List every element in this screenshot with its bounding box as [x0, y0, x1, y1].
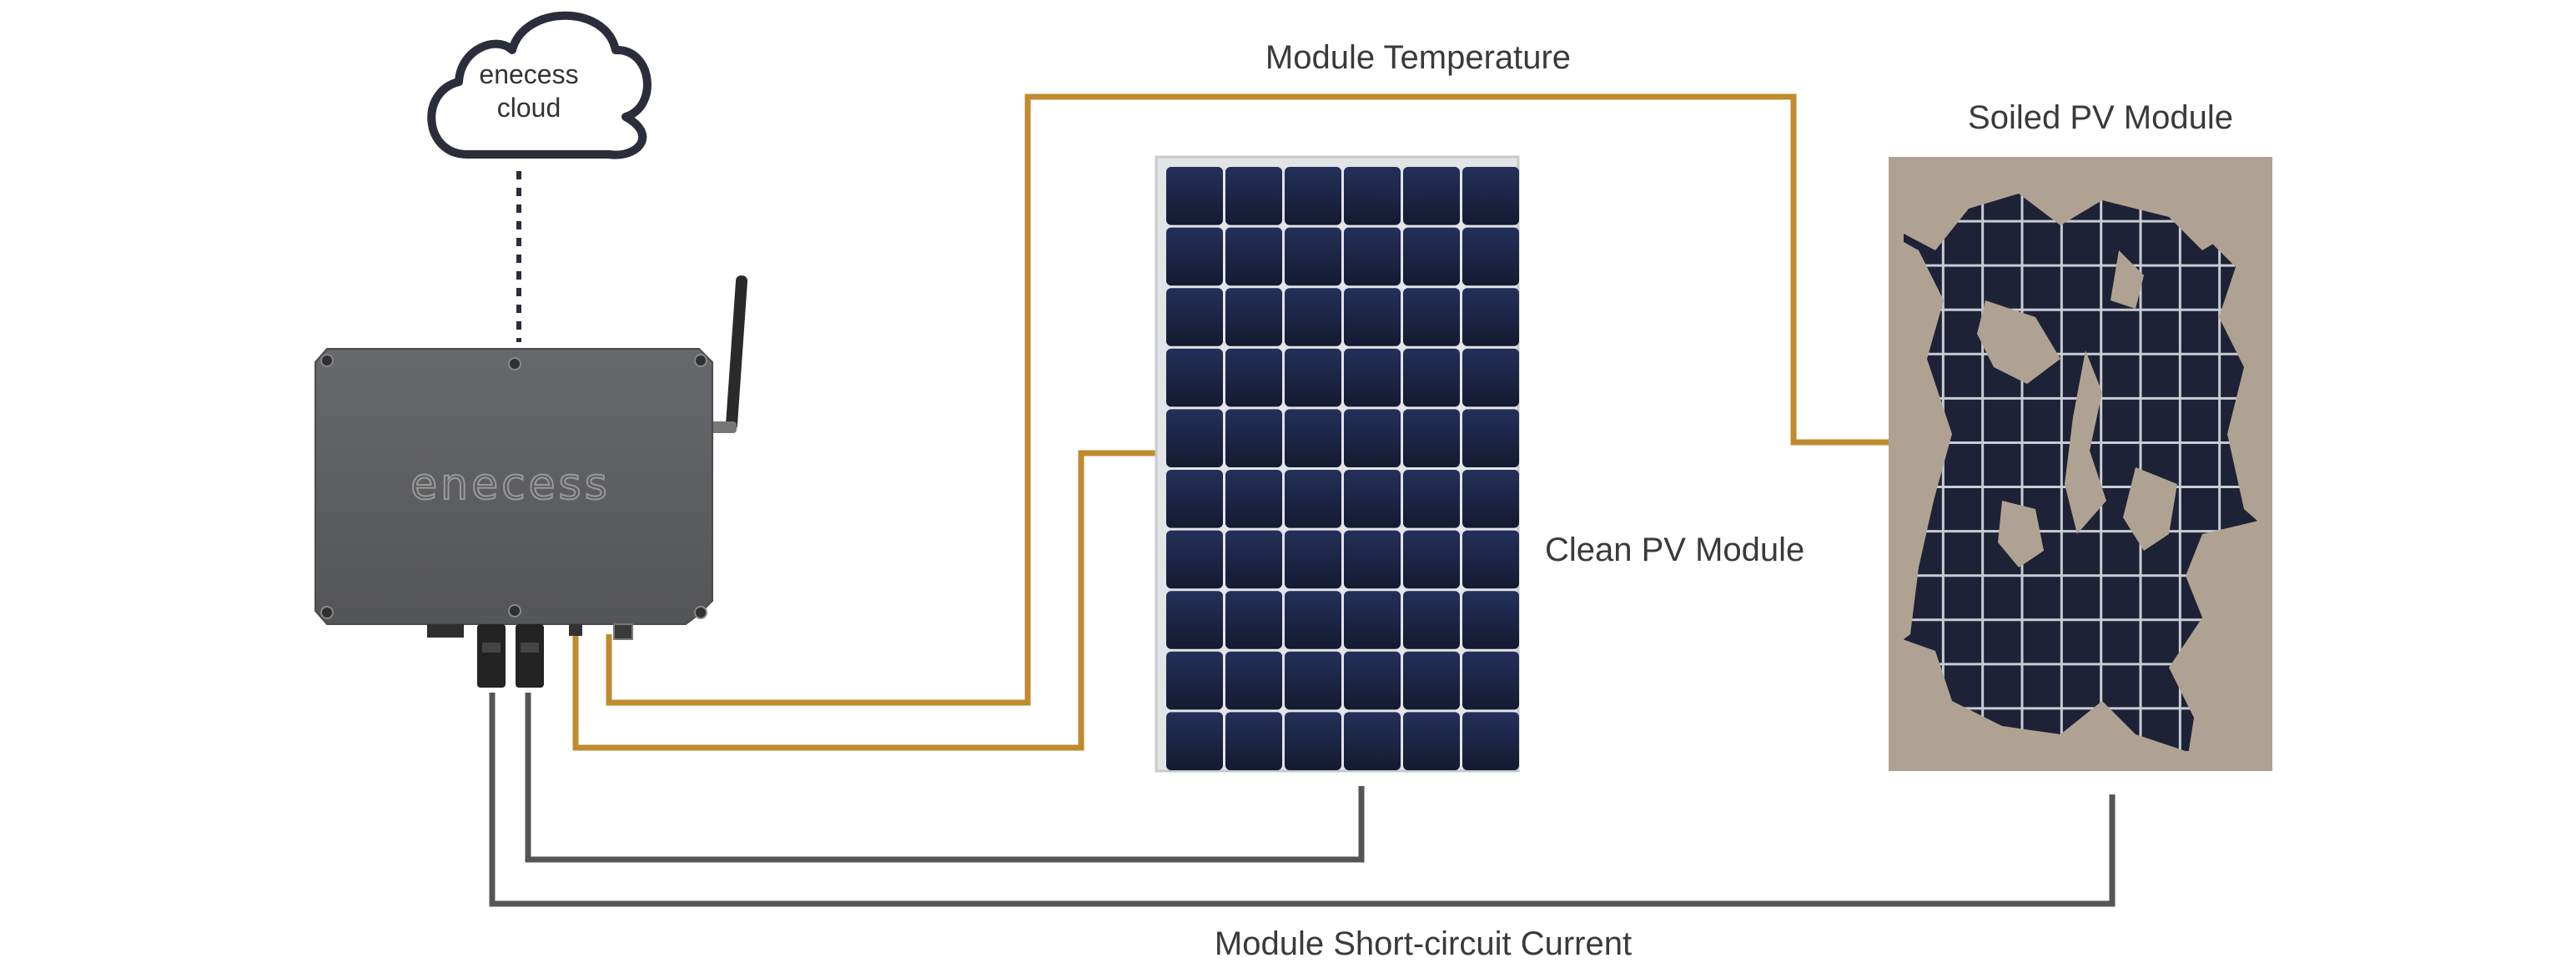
connector [427, 624, 464, 638]
pv-cell [1344, 470, 1401, 528]
temperature-wire-soiled [606, 93, 1900, 706]
device-body [314, 348, 713, 625]
pv-cell [1285, 470, 1341, 528]
pv-cell [1285, 530, 1341, 589]
pv-cell [1462, 167, 1519, 225]
label-module-temperature: Module Temperature [1265, 39, 1571, 76]
current-wire-soiled [489, 693, 2116, 907]
pv-cell [1166, 167, 1223, 225]
pv-cell [1462, 651, 1519, 710]
pv-cell [1285, 409, 1341, 467]
pv-cell [1225, 651, 1282, 710]
pv-cell [1225, 167, 1282, 225]
current-wire-clean [525, 693, 1365, 863]
pv-cell [1462, 470, 1519, 528]
connector-current-a [477, 624, 506, 688]
pv-cell [1462, 409, 1519, 467]
connector-temp-a [569, 624, 582, 636]
pv-cell [1285, 227, 1341, 286]
pv-cell [1344, 409, 1401, 467]
antenna-icon [725, 275, 748, 431]
pv-cell [1403, 530, 1460, 589]
pv-cell [1166, 651, 1223, 710]
pv-cell [1344, 591, 1401, 649]
soil-deposits [1889, 157, 2272, 771]
pv-cell [1462, 712, 1519, 770]
label-soiled-pv-module: Soiled PV Module [1968, 99, 2233, 136]
pv-cell [1344, 712, 1401, 770]
pv-cell [1403, 409, 1460, 467]
soiled-pv-module [1889, 157, 2272, 771]
connector-current-b [516, 624, 544, 688]
pv-cell [1344, 227, 1401, 286]
pv-cell [1166, 712, 1223, 770]
pv-cell [1403, 712, 1460, 770]
pv-cell [1166, 530, 1223, 589]
pv-cell [1285, 288, 1341, 346]
connector-temp-b [613, 623, 633, 640]
pv-cell [1344, 167, 1401, 225]
pv-cell [1462, 288, 1519, 346]
pv-cell [1225, 470, 1282, 528]
clean-module-cells [1166, 167, 1519, 770]
pv-cell [1403, 348, 1460, 407]
pv-cell [1225, 227, 1282, 286]
enecess-device: enecess [314, 275, 748, 688]
pv-cell [1166, 591, 1223, 649]
pv-cell [1225, 409, 1282, 467]
pv-cell [1285, 348, 1341, 407]
cloud-icon [427, 11, 652, 159]
pv-cell [1344, 651, 1401, 710]
pv-cell [1166, 348, 1223, 407]
pv-cell [1166, 288, 1223, 346]
pv-cell [1285, 167, 1341, 225]
cloud-label-line1: enecess [479, 59, 578, 89]
pv-cell [1225, 530, 1282, 589]
pv-cell [1344, 348, 1401, 407]
pv-cell [1403, 288, 1460, 346]
pv-cell [1166, 227, 1223, 286]
temperature-wire-clean [572, 450, 1160, 751]
pv-cell [1225, 288, 1282, 346]
cloud-label-line2: cloud [497, 93, 561, 123]
enecess-cloud: enecess cloud [427, 11, 652, 159]
pv-cell [1285, 591, 1341, 649]
pv-cell [1225, 348, 1282, 407]
pv-cell [1462, 530, 1519, 589]
label-module-short-circuit-current: Module Short-circuit Current [1215, 925, 1632, 962]
pv-cell [1166, 470, 1223, 528]
clean-pv-module [1155, 155, 1520, 773]
pv-cell [1225, 591, 1282, 649]
pv-cell [1285, 712, 1341, 770]
label-clean-pv-module: Clean PV Module [1545, 532, 1804, 568]
pv-cell [1403, 167, 1460, 225]
pv-cell [1344, 530, 1401, 589]
pv-cell [1462, 591, 1519, 649]
pv-cell [1462, 348, 1519, 407]
pv-cell [1285, 651, 1341, 710]
pv-cell [1403, 651, 1460, 710]
pv-cell [1166, 409, 1223, 467]
pv-cell [1344, 288, 1401, 346]
device-brand-logo: enecess [410, 460, 611, 510]
pv-cell [1462, 227, 1519, 286]
temperature-wires [572, 93, 1900, 751]
pv-cell [1225, 712, 1282, 770]
pv-cell [1403, 591, 1460, 649]
pv-cell [1403, 227, 1460, 286]
pv-cell [1403, 470, 1460, 528]
current-wires [489, 693, 2116, 907]
